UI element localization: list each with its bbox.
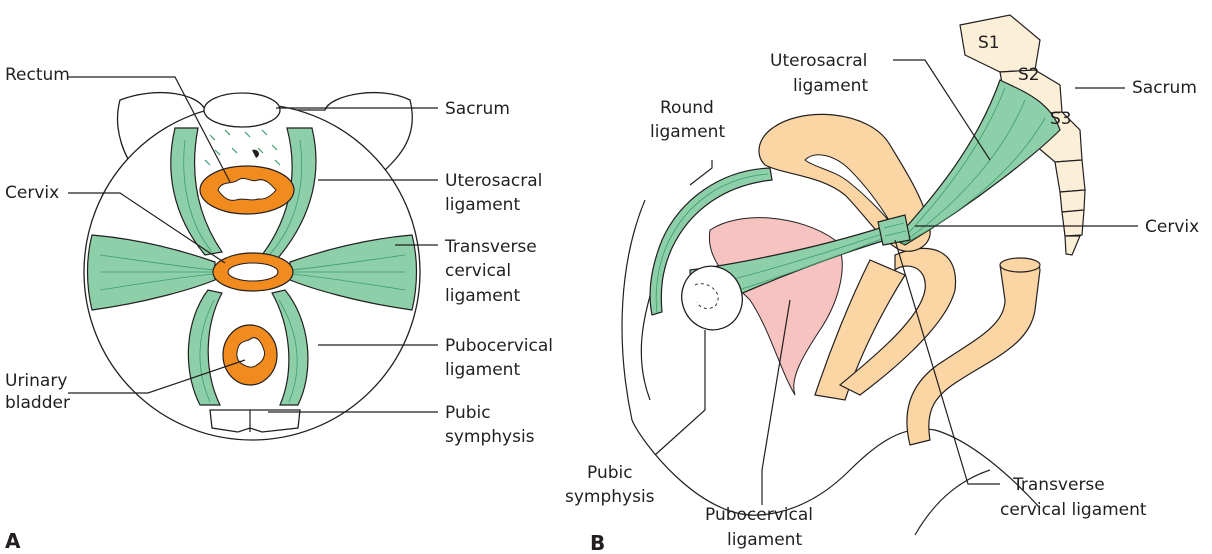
label-uterosacral-b-line2: ligament: [793, 76, 868, 96]
panel-a: Rectum Cervix Urinary bladder Sacrum Ute…: [5, 65, 553, 553]
label-sacrum-a: Sacrum: [445, 99, 510, 119]
label-pubocervical-b-line2: ligament: [727, 530, 802, 550]
label-s2: S2: [1018, 65, 1040, 85]
label-cervix-a: Cervix: [5, 183, 59, 203]
label-pubocervical-b-line1: Pubocervical: [705, 505, 813, 525]
coccyx-3: [1065, 236, 1080, 255]
label-transverse-a-line1: Transverse: [444, 237, 537, 257]
label-pubic-a-line1: Pubic: [445, 403, 491, 423]
label-urinary-bladder-line2: bladder: [5, 393, 70, 413]
rectum-opening: [1000, 258, 1040, 272]
lower-contour-b: [915, 470, 990, 535]
sacrum-a: [204, 93, 280, 127]
label-cervix-b: Cervix: [1145, 217, 1199, 237]
panel-b: S1 S2 S3 Sacrum Uterosacral ligament Rou…: [565, 15, 1199, 554]
label-uterosacral-a-line2: ligament: [445, 195, 520, 215]
label-round-line1: Round: [660, 98, 714, 118]
label-uterosacral-b-line1: Uterosacral: [770, 51, 867, 71]
label-s3: S3: [1050, 109, 1072, 129]
coccyx-1: [1060, 190, 1085, 212]
label-pubocervical-a-line1: Pubocervical: [445, 336, 553, 356]
label-transverse-a-line3: ligament: [445, 286, 520, 306]
label-rectum: Rectum: [5, 65, 70, 85]
label-round-line2: ligament: [650, 122, 725, 142]
label-pubocervical-a-line2: ligament: [445, 360, 520, 380]
panel-letter-a: A: [5, 529, 21, 553]
panel-letter-b: B: [590, 531, 605, 554]
label-sacrum-b: Sacrum: [1132, 78, 1197, 98]
label-pubic-b-line2: symphysis: [565, 487, 655, 507]
label-transverse-a-line2: cervical: [445, 261, 511, 281]
vertebra-s1: [960, 15, 1040, 72]
label-pubic-a-line2: symphysis: [445, 427, 535, 447]
label-transverse-b-line1: Transverse: [1012, 475, 1105, 495]
label-s1: S1: [978, 33, 1000, 53]
label-uterosacral-a-line1: Uterosacral: [445, 171, 542, 191]
coccyx-2: [1062, 210, 1084, 236]
pubic-symphysis-a: [210, 410, 300, 432]
label-pubic-b-line1: Pubic: [587, 463, 633, 483]
vertebra-s4: [1055, 160, 1085, 192]
label-transverse-b-line2: cervical ligament: [1000, 500, 1147, 520]
label-urinary-bladder-line1: Urinary: [5, 371, 67, 391]
cervix-os: [228, 263, 278, 281]
